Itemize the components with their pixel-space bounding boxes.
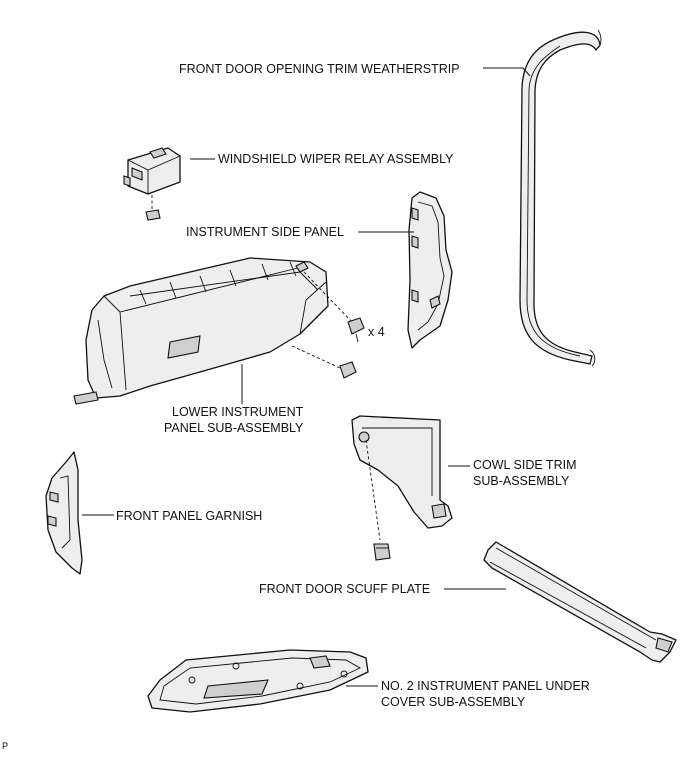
front-door-scuff-plate-part [483,541,677,663]
under-cover-label-line1: NO. 2 INSTRUMENT PANEL UNDER [381,679,590,693]
wiper-relay-part [123,147,181,221]
side-panel-label: INSTRUMENT SIDE PANEL [186,225,344,239]
under-cover-label-line2: COVER SUB-ASSEMBLY [381,695,526,709]
garnish-label: FRONT PANEL GARNISH [116,509,263,523]
cowl-label-line2: SUB-ASSEMBLY [473,474,570,488]
quantity-label: x 4 [368,325,385,339]
cowl-label-line1: COWL SIDE TRIM [473,458,577,472]
cowl-side-trim-part [351,415,453,561]
weatherstrip-part [519,29,602,367]
instrument-side-panel-part [407,191,453,349]
scuff-plate-label: FRONT DOOR SCUFF PLATE [259,582,431,596]
lower-instrument-panel-part [73,257,329,405]
front-panel-garnish-part [45,451,83,575]
weatherstrip-label: FRONT DOOR OPENING TRIM WEATHERSTRIP [179,62,460,76]
lower-panel-label-line2: PANEL SUB-ASSEMBLY [164,421,304,435]
wiper-relay-label: WINDSHIELD WIPER RELAY ASSEMBLY [218,152,454,166]
corner-mark: P [2,741,9,751]
lower-panel-label-line1: LOWER INSTRUMENT [172,405,304,419]
under-cover-part [147,649,369,713]
screws [291,271,365,379]
weatherstrip-leader [483,67,531,77]
